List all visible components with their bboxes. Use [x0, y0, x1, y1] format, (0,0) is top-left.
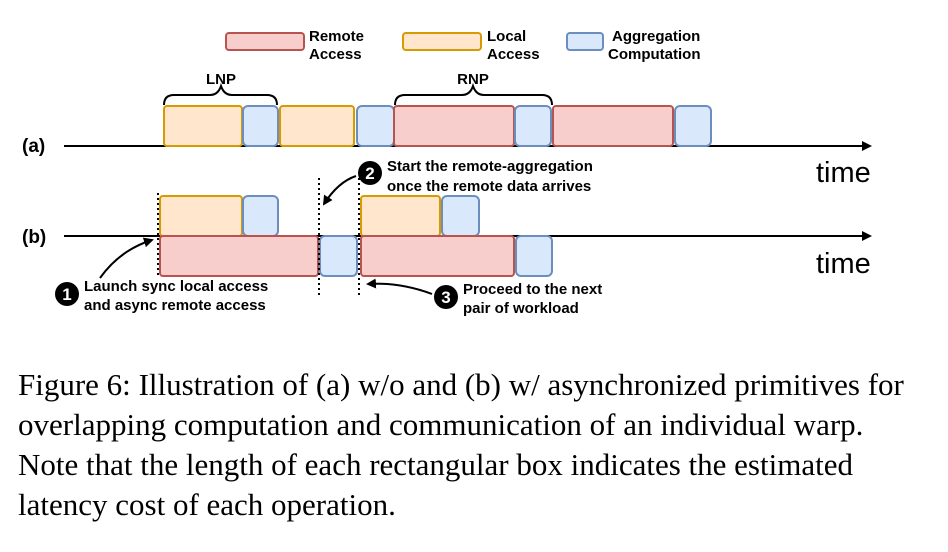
step1-badge	[55, 282, 79, 306]
step3-badge	[434, 285, 458, 309]
rnp-brace: RNP	[394, 71, 553, 106]
caption-label: Figure 6:	[18, 367, 131, 402]
legend-local-label-line2: Access	[487, 46, 540, 63]
annotation-step1: 1 Launch sync local access and async rem…	[55, 237, 268, 314]
step3-number: 3	[441, 288, 450, 307]
legend: Remote Access Local Access Aggregation C…	[225, 28, 700, 63]
lnp-label: LNP	[206, 71, 236, 88]
row-a-remote-access-1	[393, 105, 515, 147]
figure-caption: Figure 6: Illustration of (a) w/o and (b…	[18, 365, 918, 525]
step2-text-line2: once the remote data arrives	[387, 178, 591, 195]
caption-text: Illustration of (a) w/o and (b) w/ async…	[18, 367, 904, 522]
row-b-local-access-2	[360, 195, 441, 237]
step2-number: 2	[365, 164, 374, 183]
row-b-time-label: time	[816, 248, 871, 280]
row-b-remote-access-1	[159, 235, 319, 277]
step3-text-line1: Proceed to the next	[463, 281, 602, 298]
row-a-label: (a)	[22, 136, 45, 157]
row-a-aggregation-4	[674, 105, 712, 147]
step1-text-line1: Launch sync local access	[84, 278, 268, 295]
step3-arrow	[366, 278, 433, 295]
row-a-remote-access-2	[552, 105, 674, 147]
legend-agg-swatch	[566, 32, 604, 51]
legend-agg-label-line2: Computation	[608, 46, 700, 63]
step2-badge	[358, 161, 382, 185]
step1-number: 1	[62, 285, 71, 304]
legend-agg-label-line1: Aggregation	[612, 28, 700, 45]
row-b-aggregation-3	[441, 195, 480, 237]
step3-text-line2: pair of workload	[463, 300, 579, 317]
legend-local-label-line1: Local	[487, 28, 526, 45]
row-b-aggregation-1	[242, 195, 279, 237]
row-b: (b) time	[22, 178, 872, 298]
annotation-step3: 3 Proceed to the next pair of workload	[366, 278, 602, 317]
annotation-step2: 2 Start the remote-aggregation once the …	[322, 158, 593, 206]
lnp-brace: LNP	[163, 71, 278, 106]
legend-remote-label-line1: Remote	[309, 28, 364, 45]
legend-local-swatch	[402, 32, 482, 51]
row-a-local-access-2	[279, 105, 355, 147]
row-b-remote-access-2	[360, 235, 515, 277]
rnp-label: RNP	[457, 71, 489, 88]
step2-arrow	[322, 175, 357, 206]
row-a-time-label: time	[816, 157, 871, 189]
row-b-local-access-1	[159, 195, 243, 237]
row-b-aggregation-4	[515, 235, 553, 277]
step1-text-line2: and async remote access	[84, 297, 266, 314]
step2-text-line1: Start the remote-aggregation	[387, 158, 593, 175]
row-b-label: (b)	[22, 227, 46, 248]
row-a-local-access-1	[163, 105, 243, 147]
row-a-aggregation-3	[514, 105, 552, 147]
row-a-aggregation-1	[242, 105, 279, 147]
step1-arrow	[99, 237, 154, 279]
row-a-aggregation-2	[356, 105, 395, 147]
row-b-aggregation-2	[319, 235, 358, 277]
legend-remote-swatch	[225, 32, 305, 51]
row-a: (a) time	[22, 105, 872, 189]
legend-remote-label-line2: Access	[309, 46, 362, 63]
